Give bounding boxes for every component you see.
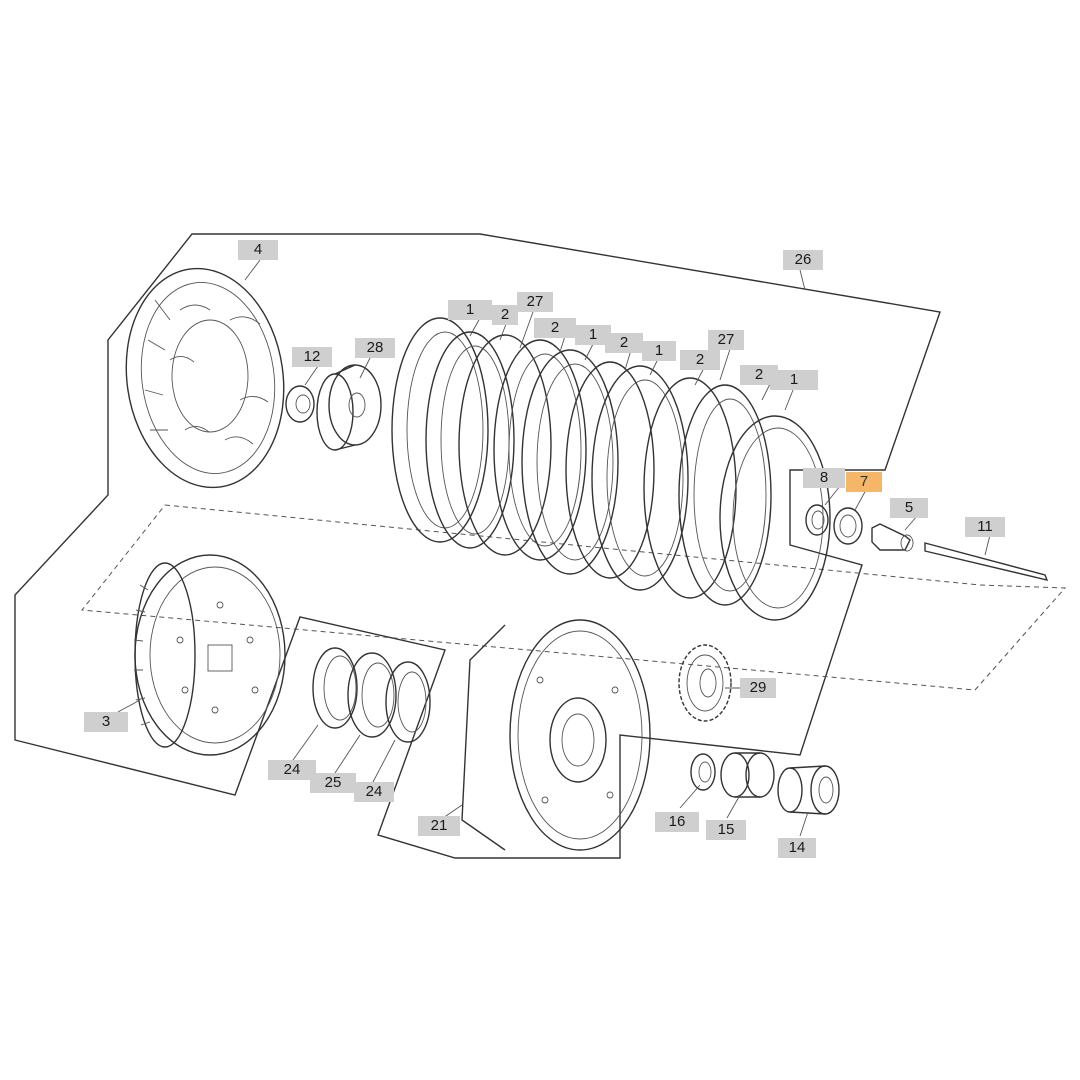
part-label-2[interactable]: 2: [680, 350, 720, 370]
part-label-28[interactable]: 28: [355, 338, 395, 358]
part-label-24[interactable]: 24: [268, 760, 316, 780]
part-label-1[interactable]: 1: [770, 370, 818, 390]
part-label-15[interactable]: 15: [706, 820, 746, 840]
part-label-27[interactable]: 27: [708, 330, 744, 350]
part-label-12[interactable]: 12: [292, 347, 332, 367]
part-label-1[interactable]: 1: [448, 300, 492, 320]
part-label-2[interactable]: 2: [605, 333, 643, 353]
part-label-25[interactable]: 25: [310, 773, 356, 793]
part-15-needle-cage: [720, 752, 775, 798]
part-21-clutch-basket: [461, 619, 651, 851]
group-outline-main: [14, 233, 941, 859]
part-label-14[interactable]: 14: [778, 838, 816, 858]
clutch-disc-stack: [391, 317, 831, 621]
part-11-pushrod: [924, 542, 1049, 581]
part-25-needle-bearing: [347, 652, 397, 738]
part-label-26[interactable]: 26: [783, 250, 823, 270]
part-label-11[interactable]: 11: [965, 517, 1005, 537]
part-label-24[interactable]: 24: [354, 782, 394, 802]
part-7-bearing: [833, 507, 863, 545]
part-label-5[interactable]: 5: [890, 498, 928, 518]
part-label-21[interactable]: 21: [418, 816, 460, 836]
part-label-8[interactable]: 8: [803, 468, 845, 488]
part-3-clutch-hub: [133, 554, 286, 756]
part-label-2[interactable]: 2: [534, 318, 576, 338]
part-24-thrust-washer-left: [312, 647, 358, 729]
part-29-gear: [678, 644, 732, 722]
part-label-3[interactable]: 3: [84, 712, 128, 732]
part-24-thrust-washer-right: [385, 661, 431, 743]
part-14-bushing: [777, 765, 840, 815]
part-label-1[interactable]: 1: [575, 325, 611, 345]
part-label-29[interactable]: 29: [740, 678, 776, 698]
part-4-pressure-plate: [125, 267, 285, 489]
part-12-nut: [285, 385, 315, 423]
part-5-pushrod-piece: [871, 523, 914, 552]
part-label-2[interactable]: 2: [492, 305, 518, 325]
leader-lines: [117, 259, 991, 837]
part-label-27[interactable]: 27: [517, 292, 553, 312]
part-8-washer: [805, 504, 829, 536]
part-16-lock-washer: [690, 753, 716, 791]
part-label-1[interactable]: 1: [642, 341, 676, 361]
part-28-spacer: [316, 364, 382, 451]
part-label-16[interactable]: 16: [655, 812, 699, 832]
part-label-7-highlighted[interactable]: 7: [846, 472, 882, 492]
part-label-2[interactable]: 2: [740, 365, 778, 385]
part-label-4[interactable]: 4: [238, 240, 278, 260]
